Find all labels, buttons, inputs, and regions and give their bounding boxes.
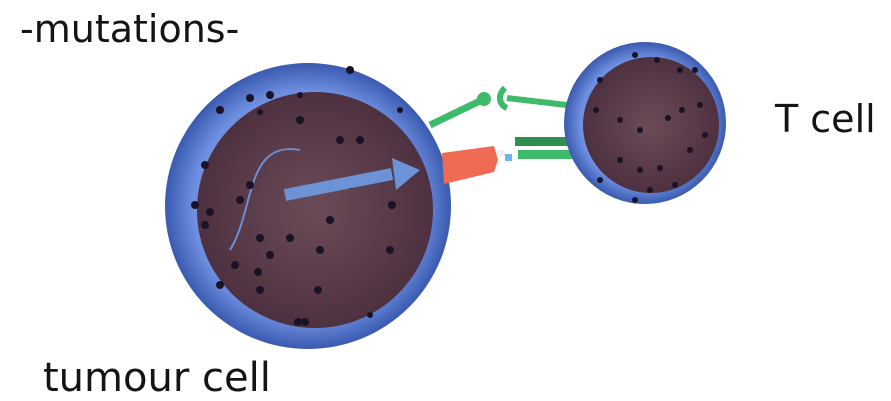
peptide-gap xyxy=(497,150,505,156)
t-cell xyxy=(564,42,726,204)
antigen-presenter xyxy=(442,146,498,184)
t-cell-cytoplasm xyxy=(583,57,719,193)
green-receptor-tail xyxy=(507,98,575,106)
green-receptor-cup xyxy=(500,88,507,108)
receptor-complex xyxy=(430,88,575,184)
mutations-label: -mutations- xyxy=(20,10,239,48)
tumour-cell-label: tumour cell xyxy=(43,358,271,398)
peptide xyxy=(505,154,512,161)
tumour-cell xyxy=(165,63,451,349)
green-receptor-head xyxy=(477,92,491,106)
tcr-chain-1 xyxy=(515,137,573,146)
green-receptor-stem xyxy=(430,100,482,125)
tcr-chain-2 xyxy=(518,150,573,159)
t-cell-label: T cell xyxy=(775,100,876,138)
